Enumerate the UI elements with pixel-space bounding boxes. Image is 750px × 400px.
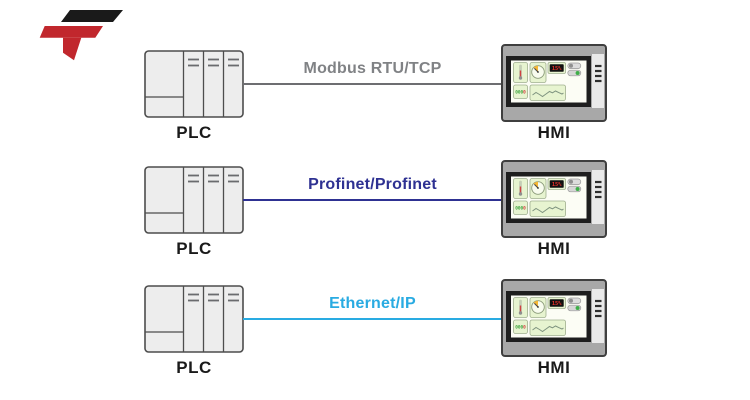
- protocol-label: Profinet/Profinet: [308, 176, 437, 193]
- connection-wire: [243, 318, 502, 320]
- hmi-label: HMI: [537, 123, 571, 142]
- plc-device-icon: [144, 285, 244, 353]
- connection-row-profinet: PLC Profinet/Profinet HMI: [0, 156, 750, 266]
- hmi-device-icon: [501, 44, 607, 122]
- hmi-device-icon: [501, 279, 607, 357]
- hmi-label: HMI: [537, 358, 571, 377]
- connection-row-modbus: PLC Modbus RTU/TCP HMI: [0, 40, 750, 150]
- hmi-device-icon: [501, 160, 607, 238]
- plc-label: PLC: [176, 123, 212, 142]
- connection-wire: [243, 199, 502, 201]
- connection-wire: [243, 83, 502, 85]
- plc-label: PLC: [176, 358, 212, 377]
- plc-device-icon: [144, 166, 244, 234]
- connection-row-ethernet-ip: PLC Ethernet/IP HMI: [0, 275, 750, 385]
- plc-device-icon: [144, 50, 244, 118]
- logo-black-bar: [61, 10, 123, 22]
- brand-logo: [39, 10, 123, 61]
- plc-label: PLC: [176, 239, 212, 258]
- logo-red-stem: [63, 37, 82, 61]
- logo-red-bar: [39, 26, 103, 38]
- hmi-label: HMI: [537, 239, 571, 258]
- protocol-label: Modbus RTU/TCP: [303, 60, 442, 77]
- protocol-label: Ethernet/IP: [329, 295, 416, 312]
